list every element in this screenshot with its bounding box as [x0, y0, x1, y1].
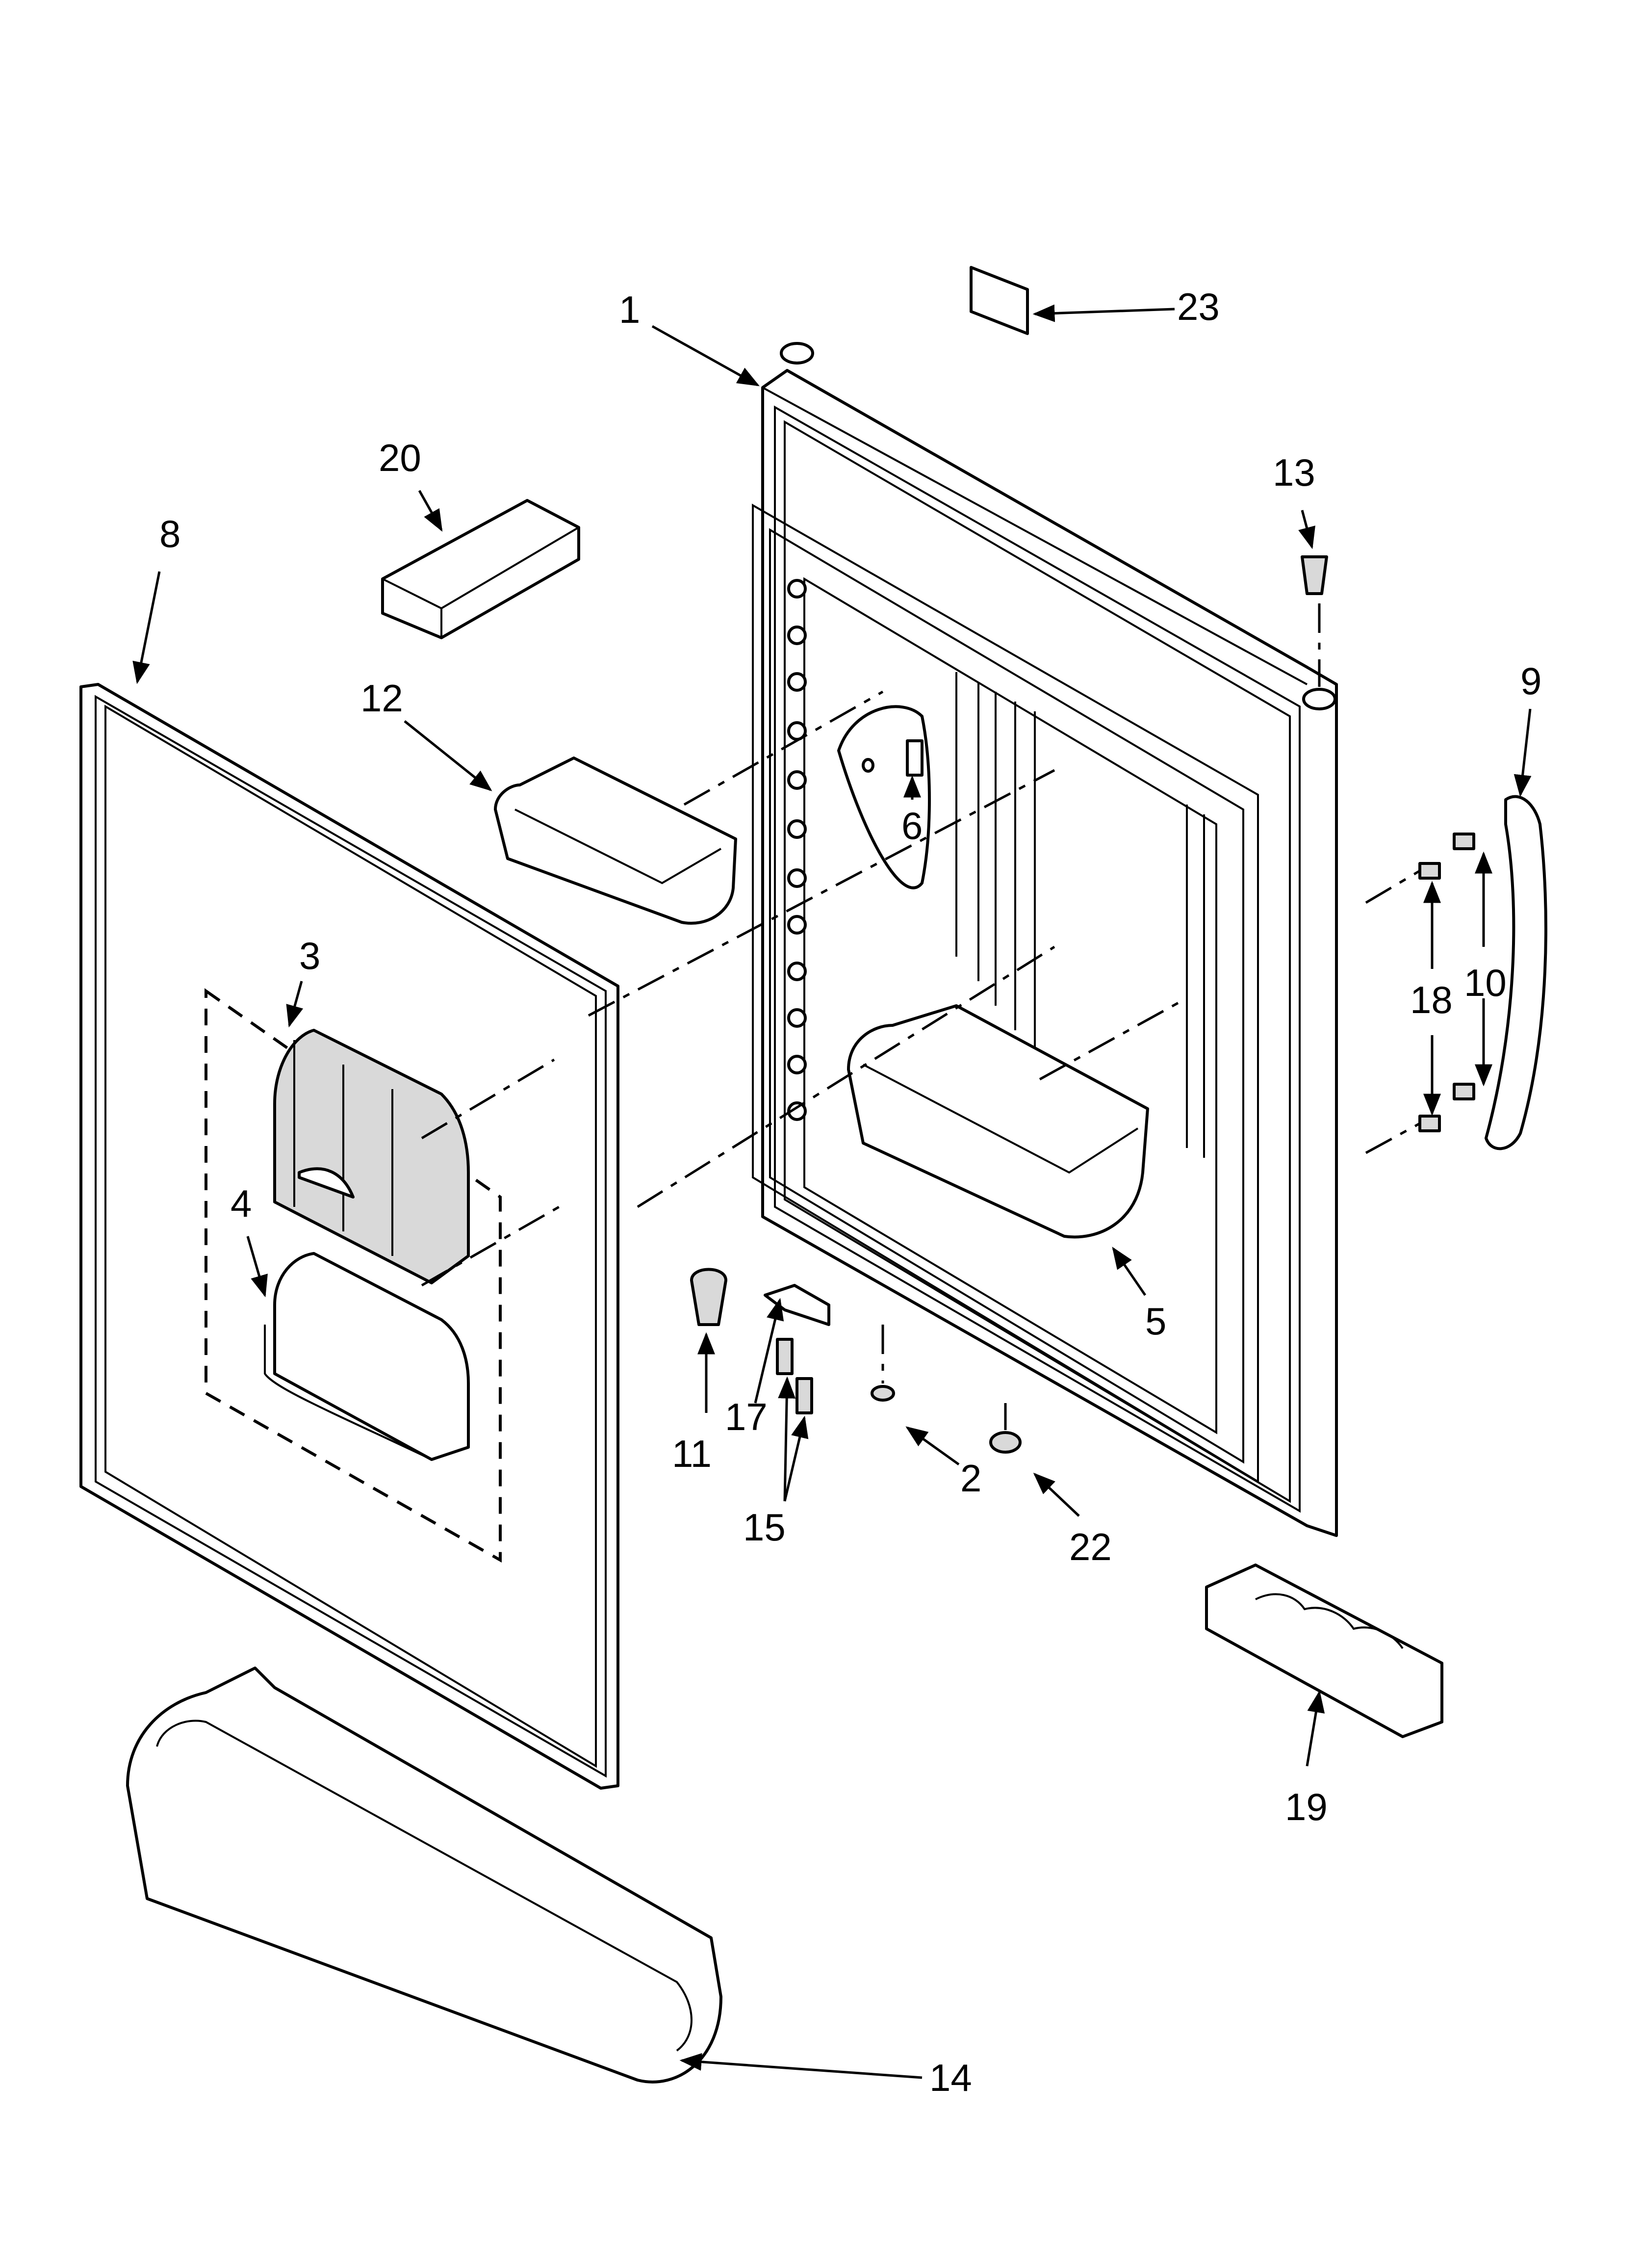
part-23-label [970, 266, 1029, 335]
parts-3-4-group [205, 988, 502, 1563]
callout-5: 5 [1145, 1300, 1166, 1343]
callout-11: 11 [672, 1432, 712, 1475]
callout-9: 9 [1520, 659, 1541, 703]
callout-20: 20 [379, 436, 421, 479]
callout-4: 4 [231, 1182, 252, 1225]
callout-10: 10 [1464, 961, 1507, 1004]
callout-12: 12 [360, 677, 403, 720]
part-9-handle [1485, 795, 1547, 1150]
leader-arrows [132, 304, 1532, 2079]
part-20-small-bin [381, 499, 580, 639]
callout-13: 13 [1273, 451, 1315, 494]
callout-8: 8 [159, 512, 180, 555]
part-5-door-bin [847, 1004, 1149, 1239]
callout-1: 1 [619, 288, 640, 331]
part-1-door [752, 342, 1338, 1537]
callout-17: 17 [725, 1395, 768, 1438]
part-13-plug [1301, 555, 1328, 595]
callout-14: 14 [929, 2056, 972, 2099]
callout-18: 18 [1410, 978, 1453, 1021]
callout-labels: 1 23 20 8 13 9 12 6 3 4 18 10 5 11 17 2 … [159, 285, 1541, 2099]
callout-3: 3 [299, 934, 320, 977]
part-19-egg-tray [1205, 1564, 1443, 1738]
callout-15: 15 [743, 1506, 786, 1549]
part-12-bin [494, 756, 737, 925]
callout-22: 22 [1069, 1525, 1112, 1568]
shelf-support-bumps [787, 579, 807, 1121]
part-6-stud [837, 705, 931, 889]
alignment-lines [421, 603, 1421, 1430]
callout-23: 23 [1177, 285, 1220, 328]
callout-19: 19 [1285, 1785, 1328, 1828]
callout-6: 6 [901, 804, 923, 847]
part-14-long-bin [126, 1667, 722, 2084]
callout-2: 2 [960, 1457, 981, 1500]
